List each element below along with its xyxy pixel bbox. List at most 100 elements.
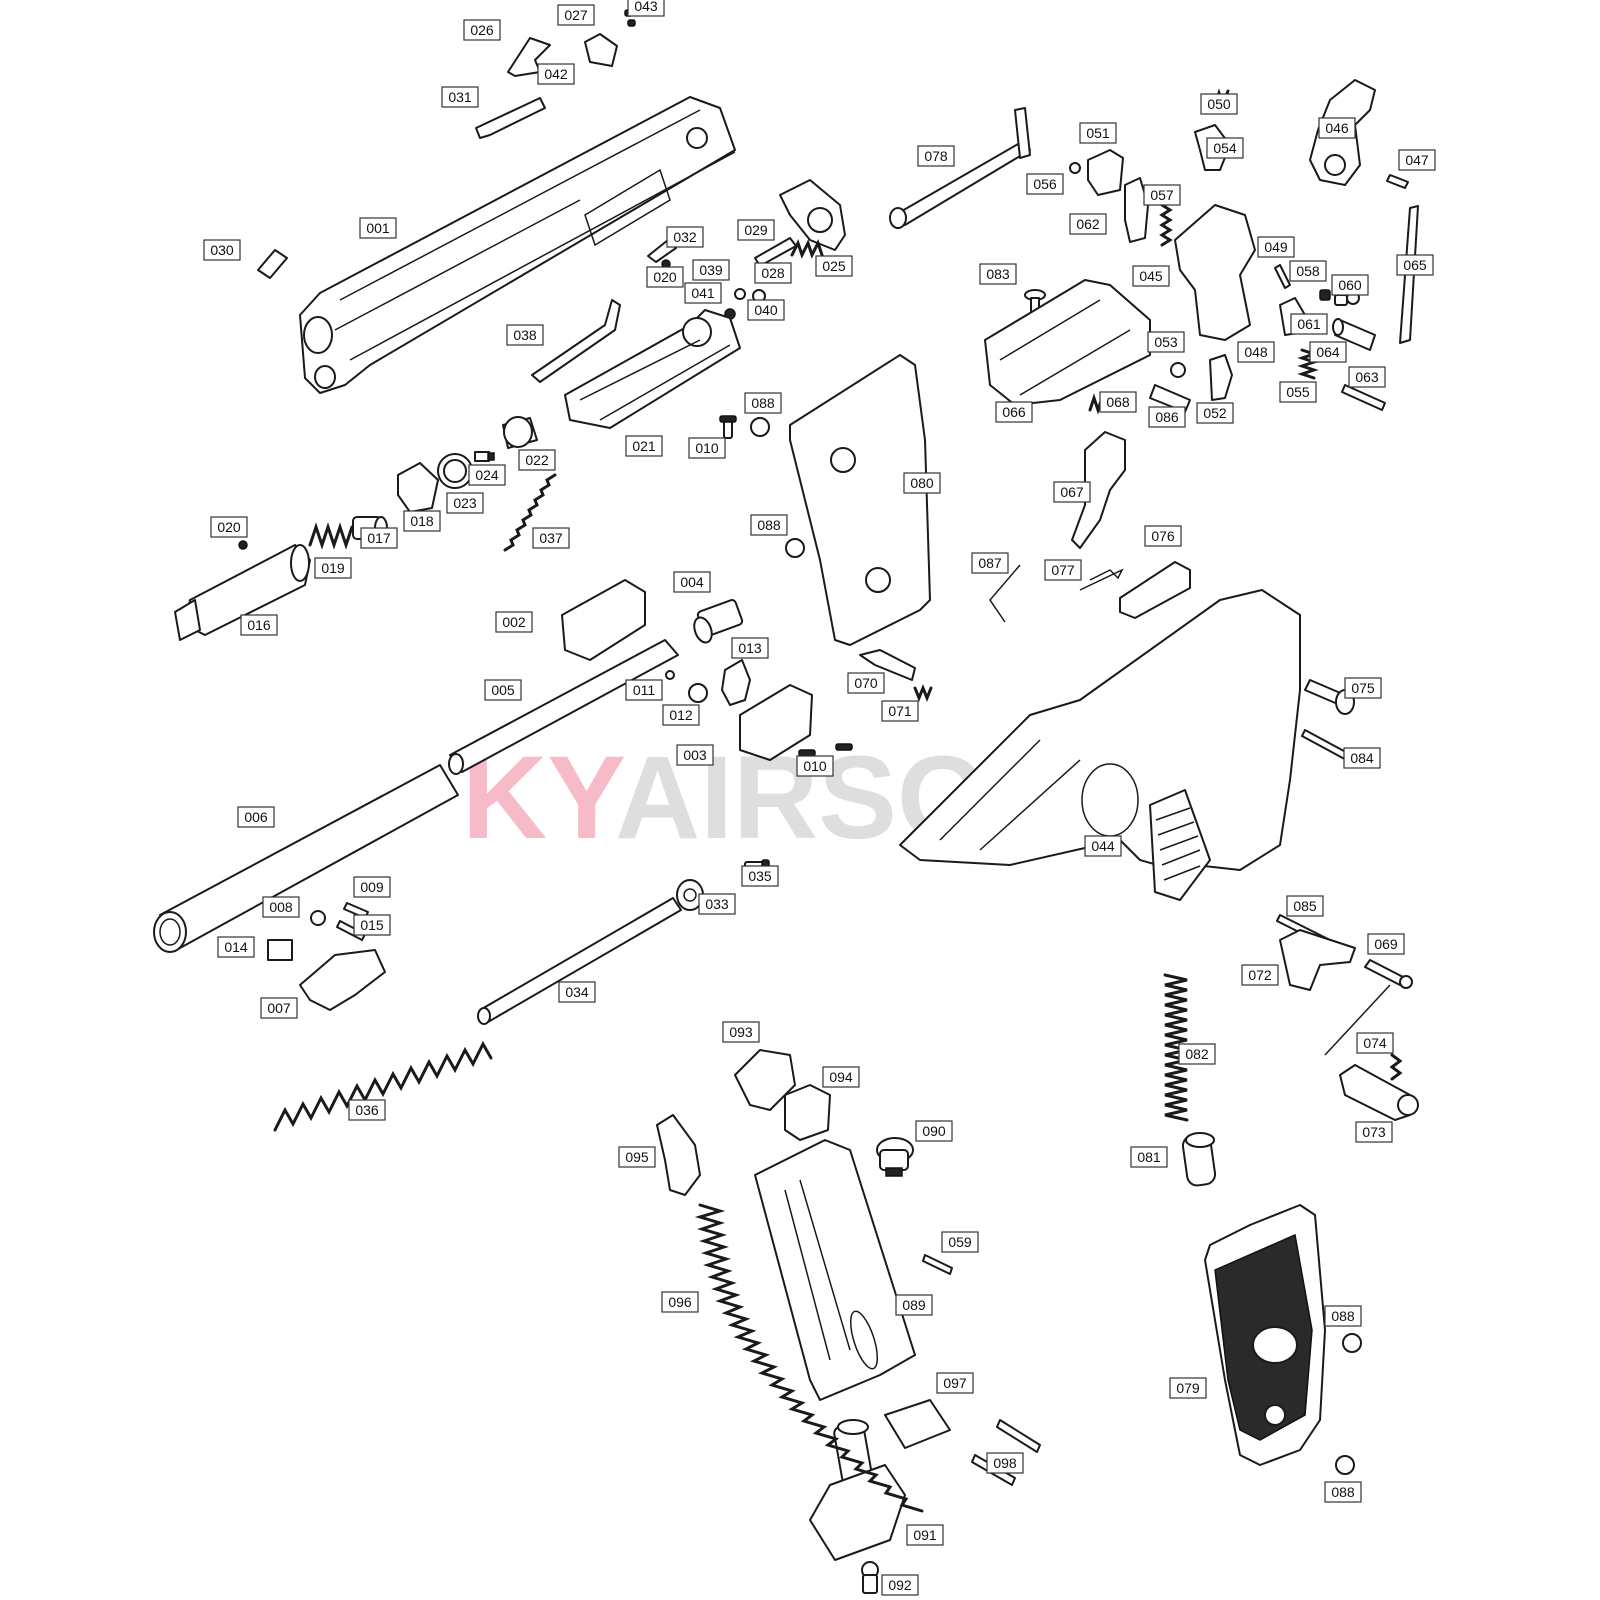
part-051 [1087, 149, 1124, 196]
part-094 [784, 1084, 831, 1141]
part-label-028: 028 [754, 262, 792, 284]
part-label-003: 003 [676, 744, 714, 766]
part-label-text: 065 [1403, 257, 1427, 273]
part-label-text: 056 [1033, 176, 1057, 192]
part-label-box [895, 1294, 933, 1316]
part-087-spring [989, 564, 1021, 623]
part-label-box [1130, 1146, 1168, 1168]
part-label-010: 010 [796, 755, 834, 777]
part-label-088: 088 [750, 514, 788, 536]
part-label-061: 061 [1290, 313, 1328, 335]
part-label-text: 033 [705, 896, 729, 912]
part-label-089: 089 [895, 1294, 933, 1316]
part-label-box [1355, 1121, 1393, 1143]
part-label-text: 022 [525, 452, 549, 468]
part-drawings [153, 9, 1419, 1594]
part-label-text: 067 [1060, 484, 1084, 500]
part-label-037: 037 [532, 527, 570, 549]
part-label-box [532, 527, 570, 549]
part-label-box [360, 527, 398, 549]
part-label-text: 042 [544, 66, 568, 82]
part-022 [502, 416, 538, 449]
part-label-box [1196, 402, 1234, 424]
part-label-box [1396, 254, 1434, 276]
part-label-box [676, 744, 714, 766]
part-label-box [348, 1099, 386, 1121]
part-label-box [1331, 274, 1369, 296]
part-026 [507, 37, 551, 77]
part-label-text: 070 [854, 675, 878, 691]
part-label-042: 042 [537, 63, 575, 85]
part-label-097: 097 [936, 1372, 974, 1394]
part-label-033: 033 [698, 893, 736, 915]
part-073 [1339, 1064, 1419, 1121]
part-062 [1124, 177, 1149, 243]
part-064 [1332, 318, 1376, 351]
part-label-093: 093 [722, 1021, 760, 1043]
part-label-text: 017 [367, 530, 391, 546]
part-label-text: 048 [1244, 344, 1268, 360]
part-label-box [1241, 964, 1279, 986]
part-label-text: 050 [1207, 96, 1231, 112]
part-071-spring [913, 683, 933, 703]
part-label-text: 008 [269, 899, 293, 915]
part-label-box [673, 571, 711, 593]
part-079-grip-panel [1204, 1204, 1326, 1466]
part-label-041: 041 [684, 282, 722, 304]
part-label-027: 027 [557, 4, 595, 26]
part-label-text: 003 [683, 747, 707, 763]
part-label-076: 076 [1144, 525, 1182, 547]
part-label-box [240, 614, 278, 636]
part-label-005: 005 [484, 679, 522, 701]
part-label-text: 094 [829, 1069, 853, 1085]
part-label-box [1356, 1032, 1394, 1054]
part-label-box [1026, 173, 1064, 195]
part-label-text: 064 [1316, 344, 1340, 360]
part-label-box [731, 637, 769, 659]
part-label-box [353, 876, 391, 898]
part-012 [688, 683, 708, 703]
part-label-text: 013 [738, 640, 762, 656]
part-label-text: 077 [1051, 562, 1075, 578]
part-072 [1279, 929, 1356, 991]
part-label-087: 087 [971, 552, 1009, 574]
part-label-083: 083 [979, 263, 1017, 285]
part-label-062: 062 [1069, 213, 1107, 235]
part-label-box [986, 1452, 1024, 1474]
part-label-box [353, 914, 391, 936]
part-label-text: 049 [1264, 239, 1288, 255]
part-label-box [203, 239, 241, 261]
part-label-058: 058 [1289, 260, 1327, 282]
part-066 [984, 279, 1151, 406]
part-081 [1181, 1132, 1217, 1187]
part-label-box [1169, 1377, 1207, 1399]
part-label-039: 039 [692, 259, 730, 281]
part-label-text: 023 [453, 495, 477, 511]
part-label-085: 085 [1286, 895, 1324, 917]
part-label-box [646, 266, 684, 288]
part-label-010: 010 [688, 437, 726, 459]
part-label-text: 030 [210, 242, 234, 258]
part-label-box [1318, 117, 1356, 139]
part-label-text: 031 [448, 89, 472, 105]
part-label-040: 040 [747, 299, 785, 321]
part-label-084: 084 [1343, 747, 1381, 769]
part-label-box [1148, 406, 1186, 428]
part-label-box [754, 262, 792, 284]
part-label-box [1206, 137, 1244, 159]
part-003 [739, 684, 813, 761]
part-label-088: 088 [1324, 1481, 1362, 1503]
part-label-text: 090 [922, 1123, 946, 1139]
part-label-079: 079 [1169, 1377, 1207, 1399]
part-label-057: 057 [1143, 184, 1181, 206]
part-030 [257, 249, 288, 279]
part-label-box [1344, 677, 1382, 699]
part-034-guide-rod [477, 897, 682, 1025]
part-031 [475, 97, 546, 139]
part-label-023: 023 [446, 492, 484, 514]
part-label-text: 040 [754, 302, 778, 318]
part-label-text: 053 [1154, 334, 1178, 350]
part-label-002: 002 [495, 611, 533, 633]
part-label-box [557, 4, 595, 26]
part-label-018: 018 [403, 510, 441, 532]
